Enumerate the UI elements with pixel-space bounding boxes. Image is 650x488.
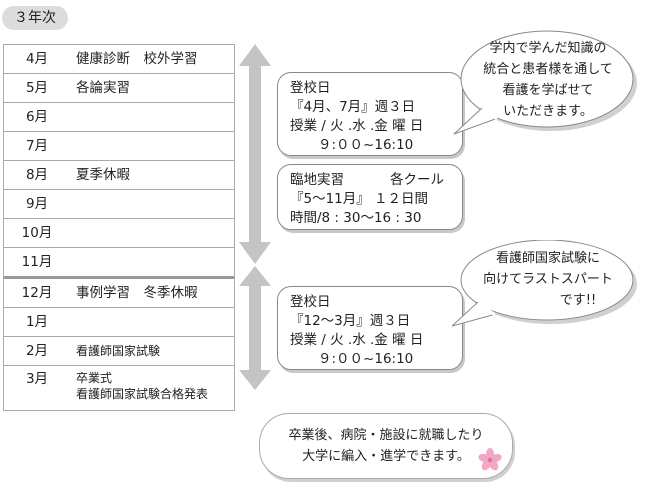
table-row: 8月 夏季休暇	[4, 161, 234, 190]
table-row: 9月	[4, 190, 234, 219]
month-label: 3月	[25, 371, 49, 387]
box-hours: ９:００~16:10	[318, 137, 414, 153]
table-row: 10月	[4, 219, 234, 248]
event-label: 夏季休暇	[76, 167, 130, 183]
month-label: 10月	[21, 225, 53, 241]
event-label: 事例学習 冬季休暇	[76, 285, 198, 301]
bubble-line: いただきます。	[503, 104, 593, 119]
table-row: 4月 健康診断 校外学習	[4, 45, 234, 74]
table-row: 5月 各論実習	[4, 74, 234, 103]
event-line: 看護師国家試験合格発表	[76, 387, 209, 401]
month-label: 12月	[21, 285, 53, 301]
month-label: 1月	[25, 314, 49, 330]
note-line: 大学に編入・進学できます。	[302, 449, 470, 464]
bubble-line: 看護を学ばせて	[502, 83, 594, 98]
bubble-line: です!!	[559, 293, 597, 308]
school-days-box-winter: 登校日 『12～3月』週３日 授業 / 火 .水 .金 曜 日 ９:００~16:…	[277, 286, 463, 370]
bubble-line: 向けてラストスパート	[483, 272, 613, 287]
month-label: 4月	[25, 51, 49, 67]
bubble-line: 統合と患者様を通して	[483, 62, 613, 77]
table-row: 12月 事例学習 冬季休暇	[4, 279, 234, 308]
box-period: 『12～3月』週３日	[290, 313, 411, 329]
box-title: 臨地実習	[290, 172, 344, 188]
double-arrow-icon	[239, 44, 271, 264]
table-row: 2月 看護師国家試験	[4, 337, 234, 366]
speech-bubble-study: 学内で学んだ知識の 統合と患者様を通して 看護を学ばせて いただきます。	[463, 38, 633, 122]
schedule-table: 4月 健康診断 校外学習 5月 各論実習 6月 7月 8月 夏季休暇 9月 10…	[3, 44, 235, 411]
table-row: 6月	[4, 103, 234, 132]
bubble-line: 看護師国家試験に	[495, 251, 600, 266]
note-line: 卒業後、病院・施設に就職したり	[288, 428, 484, 443]
event-line: 卒業式	[76, 371, 113, 385]
school-days-box-spring: 登校日 『4月、7月』週３日 授業 / 火 .水 .金 曜 日 ９:００~16:…	[277, 72, 463, 156]
table-row: 7月	[4, 132, 234, 161]
event-label: 卒業式 看護師国家試験合格発表	[76, 370, 208, 402]
double-arrow-icon	[239, 266, 271, 390]
table-row: 3月 卒業式 看護師国家試験合格発表	[4, 366, 234, 410]
year-label: ３年次	[2, 6, 68, 30]
speech-bubble-shape	[452, 240, 637, 327]
cherry-blossom-icon	[478, 448, 502, 471]
month-label: 2月	[25, 343, 49, 359]
event-label: 各論実習	[76, 80, 130, 96]
practicum-box: 臨地実習 各クール 『5～11月』 １２日間 時間/8 : 30～16 : 30	[277, 164, 463, 230]
box-title: 登校日	[290, 80, 331, 96]
box-title: 登校日	[290, 294, 331, 310]
month-label: 7月	[25, 138, 49, 154]
month-label: 6月	[25, 109, 49, 125]
box-hours: 時間/8 : 30～16 : 30	[290, 210, 422, 226]
box-period: 『4月、7月』週３日	[290, 99, 416, 115]
month-label: 9月	[25, 196, 49, 212]
table-row: 11月	[4, 248, 234, 279]
speech-bubble-exam: 看護師国家試験に 向けてラストスパート です!!	[463, 248, 633, 311]
bubble-line: 学内で学んだ知識の	[489, 41, 607, 56]
month-label: 5月	[25, 80, 49, 96]
box-hours: ９:００~16:10	[318, 351, 414, 367]
box-days: 授業 / 火 .水 .金 曜 日	[290, 332, 424, 348]
graduation-note: 卒業後、病院・施設に就職したり 大学に編入・進学できます。	[259, 413, 513, 479]
event-label: 健康診断 校外学習	[76, 51, 198, 67]
table-row: 1月	[4, 308, 234, 337]
speech-bubble-shape	[453, 30, 637, 135]
month-label: 8月	[25, 167, 49, 183]
box-days: 授業 / 火 .水 .金 曜 日	[290, 118, 424, 134]
box-period: 『5～11月』 １２日間	[290, 191, 429, 207]
box-cours: 各クール	[390, 172, 444, 188]
month-label: 11月	[21, 254, 53, 270]
event-label: 看護師国家試験	[76, 344, 161, 358]
